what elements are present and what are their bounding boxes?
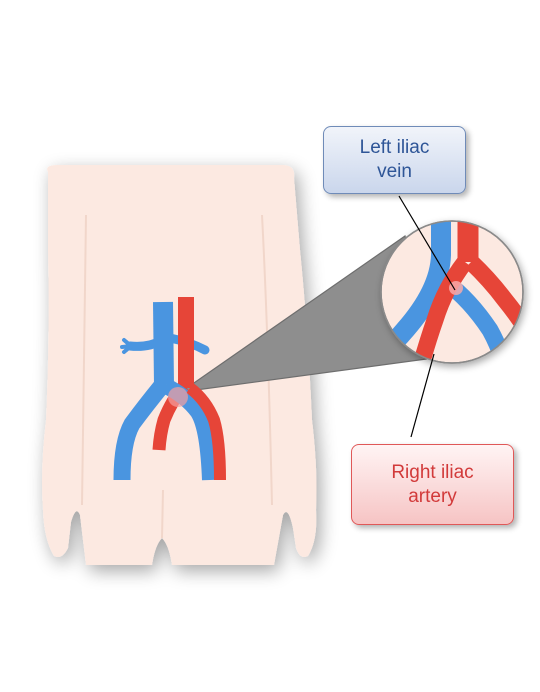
left-arm-crease [81, 214, 87, 506]
buttock-crease [161, 489, 164, 539]
zoom-circle-border [380, 220, 524, 364]
vena-cava [153, 301, 174, 386]
compression-highlight [168, 387, 188, 407]
body-vessels [113, 297, 226, 481]
renal-vein-left-tips [120, 338, 133, 354]
artery-pointer-line [410, 353, 435, 438]
right-iliac-vein [113, 377, 171, 481]
right-iliac-artery-label-text: Right iliac artery [391, 461, 474, 507]
left-iliac-vein-label: Left iliac vein [323, 126, 466, 194]
left-iliac-artery [186, 383, 226, 481]
left-iliac-vein-label-text: Left iliac vein [359, 137, 430, 182]
zoom-compression-highlight [449, 281, 463, 295]
vein-pointer-line [398, 195, 456, 291]
zoom-right-iliac-artery [411, 256, 472, 363]
right-iliac-artery-label: Right iliac artery [351, 444, 514, 525]
